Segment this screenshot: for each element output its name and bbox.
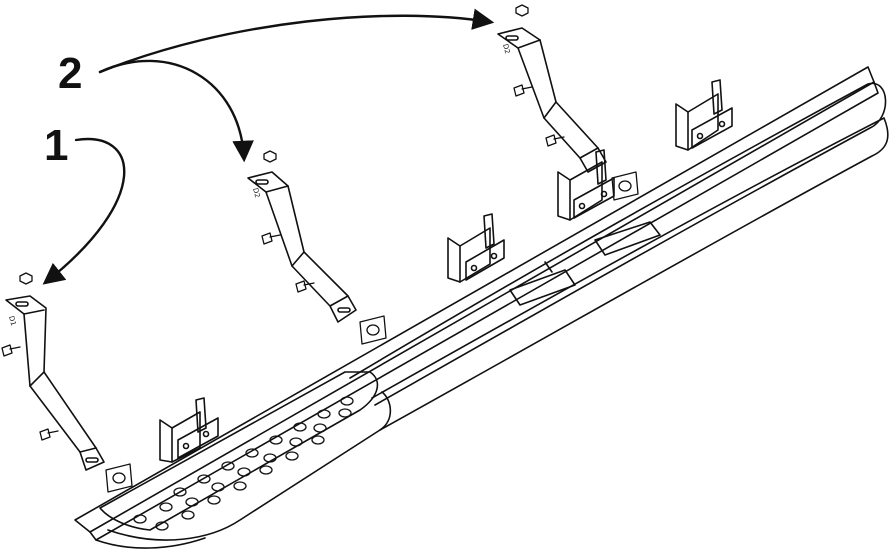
middle-body-bracket	[247, 171, 357, 323]
callout-2-leader-a	[98, 59, 254, 163]
callout-label-1: 1	[44, 121, 69, 170]
rail-bracket-4	[675, 79, 733, 151]
front-body-bracket	[5, 295, 105, 471]
callout-1-leader	[42, 137, 126, 285]
rear-body-bracket	[497, 27, 607, 173]
step-pad-holes	[133, 396, 354, 531]
hardware-fasteners	[1, 4, 639, 493]
callout-2-leader-b	[98, 8, 495, 74]
callout-leaders	[42, 8, 495, 285]
rear-bracket-stamp: D2	[501, 43, 511, 55]
callout-label-2: 2	[58, 49, 83, 98]
front-bracket-stamp: D1	[7, 315, 17, 327]
rail-bracket-1	[159, 397, 219, 463]
rail-bracket-2	[447, 213, 505, 283]
middle-bracket-stamp: D2	[251, 187, 261, 199]
running-board-rail	[74, 66, 889, 549]
